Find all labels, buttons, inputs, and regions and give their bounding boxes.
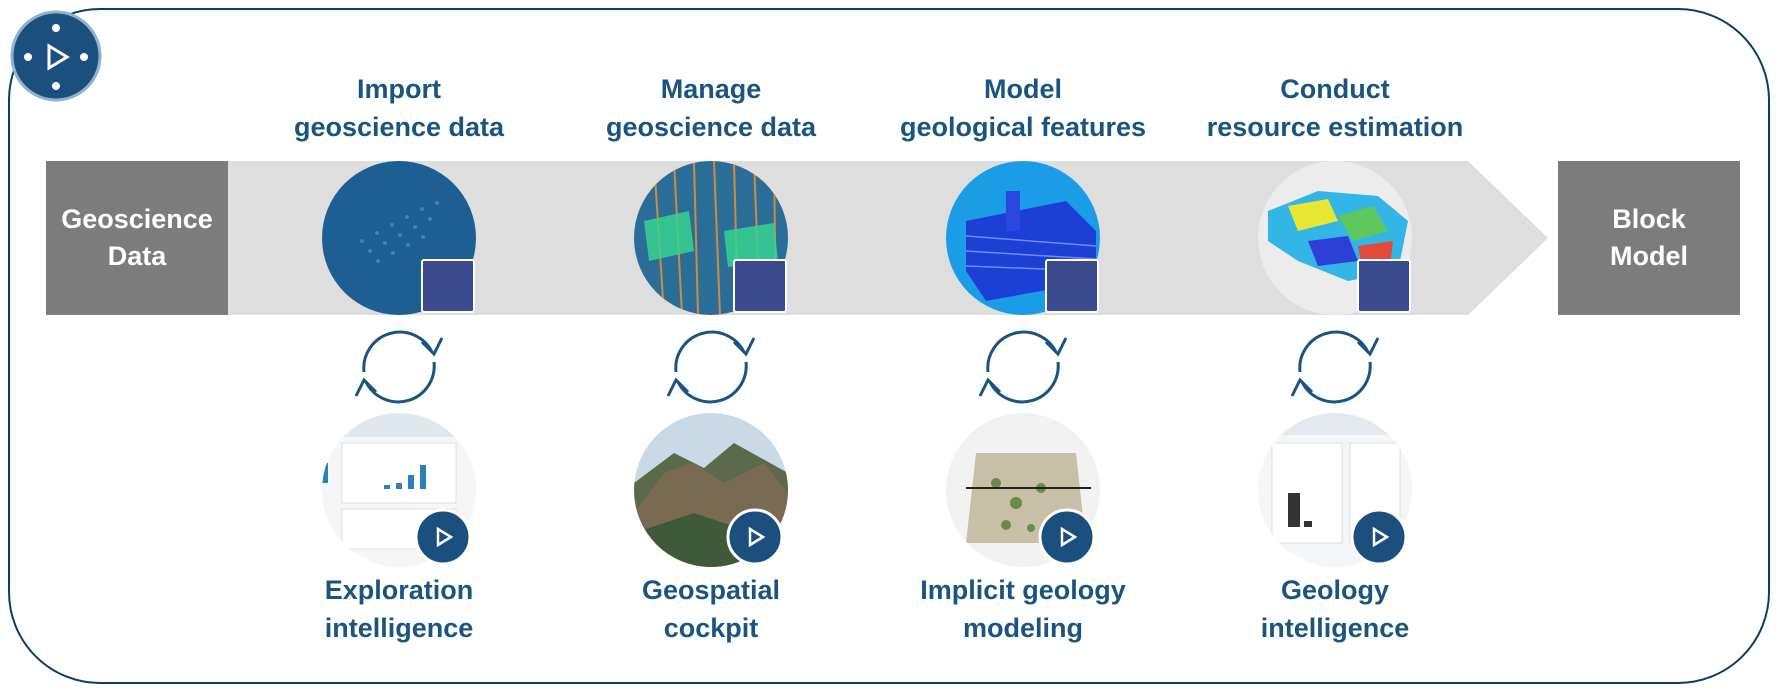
app-title-line1: Geospatial <box>641 575 781 605</box>
compass-badge-icon <box>726 508 784 566</box>
rounded-frame <box>8 8 1770 684</box>
app-title-line2: modeling <box>963 613 1083 643</box>
app-badge-icon <box>1357 259 1411 313</box>
compass-badge-icon <box>414 508 472 566</box>
compass-badge-icon <box>1038 508 1096 566</box>
end-box-line1: Block <box>1612 204 1686 234</box>
refresh-cycle-icon <box>354 330 444 404</box>
process-title-line1: Model <box>984 74 1062 104</box>
app-title-geospatial: Geospatial cockpit <box>561 571 861 647</box>
process-arrow-band <box>228 161 1548 315</box>
app-title-line1: Implicit geology <box>920 575 1126 605</box>
process-title-line2: resource estimation <box>1206 112 1464 142</box>
process-title-import: Import geoscience data <box>249 70 549 146</box>
app-badge-icon <box>733 259 787 313</box>
app-title-line2: cockpit <box>663 613 759 643</box>
compass-badge-icon <box>1350 508 1408 566</box>
refresh-cycle-icon <box>1290 330 1380 404</box>
process-title-line1: Conduct <box>1280 74 1390 104</box>
process-title-line1: Manage <box>660 74 762 104</box>
app-badge-icon <box>421 259 475 313</box>
process-title-manage: Manage geoscience data <box>561 70 861 146</box>
refresh-cycle-icon <box>666 330 756 404</box>
app-title-line1: Geology <box>1280 575 1389 605</box>
process-title-line1: Import <box>357 74 441 104</box>
start-box-line1: Geoscience <box>61 204 213 234</box>
refresh-cycle-icon <box>978 330 1068 404</box>
process-title-model: Model geological features <box>873 70 1173 146</box>
app-title-exploration: Exploration intelligence <box>249 571 549 647</box>
process-title-line2: geoscience data <box>605 112 817 142</box>
end-box-line2: Model <box>1610 241 1688 271</box>
app-badge-icon <box>1045 259 1099 313</box>
process-title-line2: geoscience data <box>293 112 505 142</box>
start-box-line2: Data <box>107 241 167 271</box>
compass-logo-icon <box>10 10 102 102</box>
app-title-line2: intelligence <box>1260 613 1410 643</box>
process-title-line2: geological features <box>899 112 1147 142</box>
process-title-conduct: Conduct resource estimation <box>1185 70 1485 146</box>
app-title-line2: intelligence <box>324 613 474 643</box>
app-title-geology-intelligence: Geology intelligence <box>1185 571 1485 647</box>
app-title-implicit-geology: Implicit geology modeling <box>873 571 1173 647</box>
app-title-line1: Exploration <box>324 575 474 605</box>
